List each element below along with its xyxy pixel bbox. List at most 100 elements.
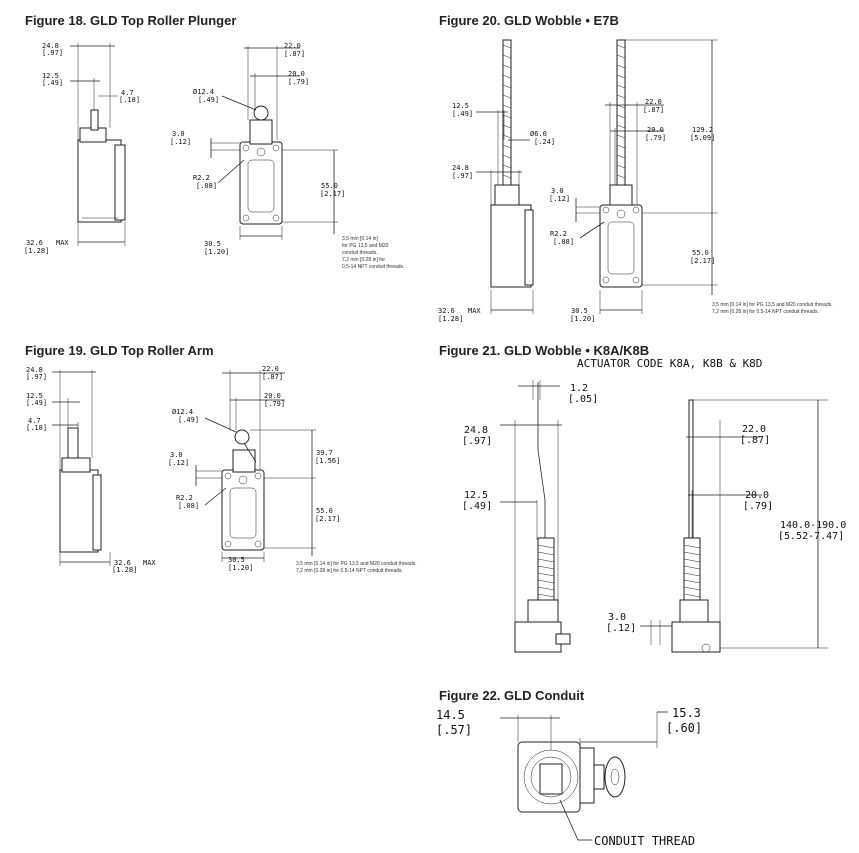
fig22-conduit-inner [530, 756, 572, 798]
fig19-note-line-1: 3,5 mm [0.14 in] for PG 13,5 and M20 con… [296, 561, 417, 567]
fig20-dim-phi-6-in: [.24] [534, 138, 555, 146]
fig19-roller [234, 429, 250, 445]
fig21-left-wire [537, 382, 546, 540]
fig20-dim-30-5: 30.5 [571, 307, 588, 315]
fig18-dim-12-5: 12.5 [42, 72, 59, 80]
fig20-side-spring [502, 39, 512, 186]
fig19-dim-22-0-in: [.87] [262, 373, 283, 381]
fig18-note-line-2: for PG 13,5 and M20 [342, 243, 389, 249]
fig19-dim-max: MAX [143, 559, 156, 567]
fig19-dim-phi: Ø12.4 [172, 408, 193, 416]
fig21-dim-140-190: 140.0-190.0 [780, 520, 846, 531]
fig21-left-conduit [555, 633, 571, 645]
fig19-dim-12-5: 12.5 [26, 392, 43, 400]
fig20-dim-3-0: 3.0 [551, 187, 564, 195]
fig22-side-plate [579, 747, 595, 804]
fig19-dim-39-7-in: [1.56] [315, 457, 340, 465]
fig21-dim-24-8: 24.8 [464, 425, 488, 436]
fig20-side-body [490, 204, 532, 288]
fig22-terminal [539, 763, 563, 795]
fig18-dim-phi: Ø12.4 [193, 88, 214, 96]
fig19-dim-32-6: 32.6 [114, 559, 131, 567]
fig18-dim-32-6-in: [1.28] [24, 247, 49, 255]
fig21-header-fragment: ACTUATOR CODE K8A, K8B & K8D [577, 357, 762, 370]
fig22-conduit-thread-label: CONDUIT THREAD [594, 834, 695, 848]
fig21-dim-24-8-in: [.97] [462, 436, 492, 447]
fig21-dim-1-2-in: [.05] [568, 394, 598, 405]
figure-19-title: Figure 19. GLD Top Roller Arm [25, 343, 214, 358]
fig22-dim-14-5-in: [.57] [436, 723, 472, 737]
fig19-dim-55-0: 55.0 [316, 507, 333, 515]
fig22-dim-14-5: 14.5 [436, 708, 465, 722]
fig20-dim-12-5: 12.5 [452, 102, 469, 110]
fig18-dim-4-7-in: [.18] [119, 96, 140, 104]
fig19-dim-22-0: 22.0 [262, 365, 279, 373]
fig18-dim-20-0-in: [.79] [288, 78, 309, 86]
fig19-dim-55-0-in: [2.17] [315, 515, 340, 523]
fig18-dim-4-7: 4.7 [121, 89, 134, 97]
fig20-dim-55-0-in: [2.17] [690, 257, 715, 265]
fig20-dim-max: MAX [468, 307, 481, 315]
figure-21-title: Figure 21. GLD Wobble • K8A/K8B [439, 343, 650, 358]
fig19-dim-32-6-in: [1.28] [112, 566, 137, 574]
fig20-dim-phi-6: Ø6.0 [530, 130, 547, 138]
fig21-right-body [671, 621, 721, 653]
fig19-side-conduit [92, 474, 102, 551]
fig18-dim-22-0-in: [.87] [284, 50, 305, 58]
fig21-dim-3-0-in: [.12] [606, 623, 636, 634]
fig18-dim-55-0-in: [2.17] [320, 190, 345, 198]
fig20-note-line-2: 7,2 mm [0.28 in] for 0.5-14 NPT conduit … [712, 309, 819, 315]
fig21-dim-20-0-in: [.79] [743, 501, 773, 512]
fig19-dim-4-7: 4.7 [28, 417, 41, 425]
fig20-dim-30-5-in: [1.20] [570, 315, 595, 323]
fig21-dim-140-190-in: [5.52-7.47] [778, 531, 844, 542]
fig22-dim-15-3: 15.3 [672, 706, 701, 720]
fig21-dim-1-2: 1.2 [570, 383, 588, 394]
fig20-dim-22-0-in: [.87] [643, 106, 664, 114]
fig18-note-line-5: 0.5-14 NPT conduit threads. [342, 264, 404, 270]
fig19-dim-24-8: 24.8 [26, 366, 43, 374]
fig18-dim-22-0: 22.0 [284, 42, 301, 50]
fig19-dim-r2-2-in: [.08] [178, 502, 199, 510]
figure-22-title: Figure 22. GLD Conduit [439, 688, 585, 703]
fig21-left-body [514, 621, 562, 653]
fig20-dim-32-6: 32.6 [438, 307, 455, 315]
fig18-note-line-3: conduit threads. [342, 250, 378, 256]
fig20-dim-12-5-in: [.49] [452, 110, 473, 118]
fig22-dim-15-3-in: [.60] [666, 721, 702, 735]
fig19-side-arm [67, 427, 79, 459]
fig18-roller [253, 105, 269, 121]
fig19-dim-20-0: 20.0 [264, 392, 281, 400]
fig18-dim-3-0: 3.0 [172, 130, 185, 138]
fig19-dim-30-5: 30.5 [228, 556, 245, 564]
fig20-dim-r2-2-in: [.08] [553, 238, 574, 246]
fig20-dim-55-0: 55.0 [692, 249, 709, 257]
fig18-side-conduit [114, 144, 126, 221]
fig18-dim-3-0-in: [.12] [170, 138, 191, 146]
fig18-note-line-4: 7,2 mm [0.28 in] for [342, 257, 385, 263]
fig21-dim-22-0-in: [.87] [740, 435, 770, 446]
fig20-note-line-1: 3,5 mm [0.14 in] for PG 13,5 and M20 con… [712, 302, 833, 308]
fig19-dim-24-8-in: [.97] [26, 373, 47, 381]
fig19-dim-r2-2: R2.2 [176, 494, 193, 502]
fig20-dim-r2-2: R2.2 [550, 230, 567, 238]
fig18-dim-max: MAX [56, 239, 69, 247]
fig19-dim-4-7-in: [.18] [26, 424, 47, 432]
fig20-dim-20-0-in: [.79] [645, 134, 666, 142]
fig20-dim-22-0: 22.0 [645, 98, 662, 106]
fig20-dim-129-2: 129.2 [692, 126, 713, 134]
fig20-dim-24-8-in: [.97] [452, 172, 473, 180]
fig19-note-line-2: 7,2 mm [0.28 in] for 0.5-14 NPT conduit … [296, 568, 403, 574]
fig20-dim-32-6-in: [1.28] [438, 315, 463, 323]
fig19-dim-30-5-in: [1.20] [228, 564, 253, 572]
fig19-dim-3-0: 3.0 [170, 451, 183, 459]
fig21-dim-12-5-in: [.49] [462, 501, 492, 512]
fig18-side-plunger [90, 109, 99, 131]
fig21-dim-20-0: 20.0 [745, 490, 769, 501]
fig21-dim-22-0: 22.0 [742, 424, 766, 435]
fig20-front-spring [616, 39, 626, 186]
